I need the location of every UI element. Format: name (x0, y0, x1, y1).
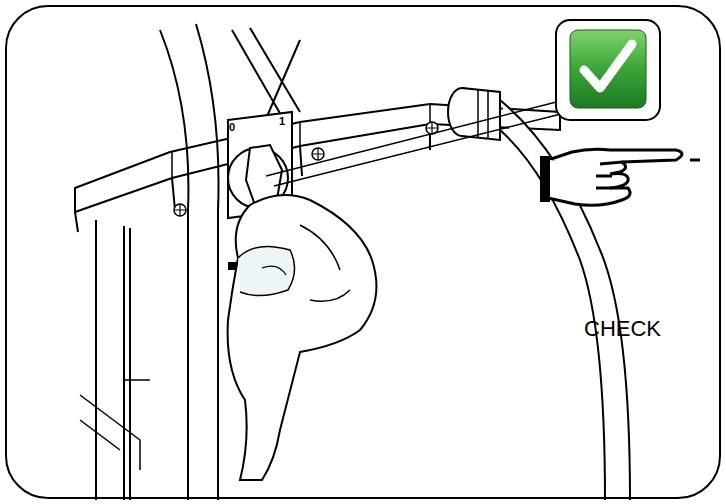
finger-line (596, 160, 700, 188)
bolt-cross (312, 148, 324, 160)
thumbnail (262, 266, 286, 275)
check-icon (570, 30, 646, 108)
instruction-word: CHECK (584, 318, 661, 340)
fist (548, 160, 630, 205)
bolt-cross (174, 204, 186, 216)
cuff (540, 156, 550, 202)
thumb (238, 246, 295, 295)
switch-position: 0 (229, 122, 235, 133)
check-icon-frame (556, 20, 660, 120)
switch-position: 1 (279, 116, 285, 127)
pointing-finger (548, 149, 682, 162)
bolt (312, 148, 324, 160)
hand (228, 195, 377, 480)
bolt (174, 204, 186, 216)
check-mark (584, 44, 632, 88)
frame-tube (196, 24, 219, 500)
connector-ring (478, 90, 488, 139)
finger-line (300, 225, 350, 301)
pointing-hand-icon (540, 149, 700, 205)
side-panel (96, 220, 130, 500)
frame-tube (160, 30, 188, 500)
leader-line (266, 96, 585, 186)
connector-body (462, 88, 500, 140)
bracket (80, 380, 150, 470)
